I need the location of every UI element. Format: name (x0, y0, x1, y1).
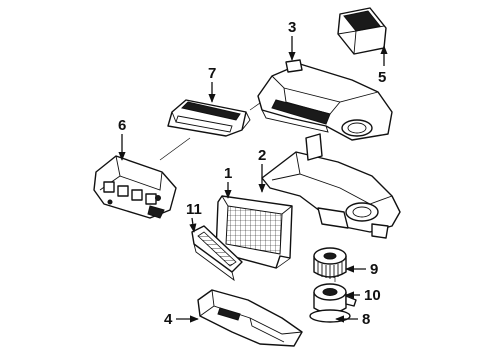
callout-2: 2 (258, 147, 266, 164)
part-11-filter (191, 225, 243, 282)
part-7-vent-door (167, 99, 251, 137)
leader-11 (189, 217, 197, 233)
callout-7: 7 (208, 65, 216, 82)
callout-10: 10 (364, 287, 381, 304)
callout-8: 8 (362, 311, 370, 328)
callout-6: 6 (118, 117, 126, 134)
callout-5: 5 (378, 69, 386, 86)
callout-11: 11 (186, 201, 202, 218)
callout-labels: 1 2 3 4 5 6 7 8 9 10 11 (118, 19, 386, 328)
part-3-upper-housing (257, 59, 393, 141)
part-1-heater-core (215, 195, 293, 269)
part-8-mount-plate (309, 309, 351, 323)
part-9-blower-wheel (313, 247, 347, 279)
callout-3: 3 (288, 19, 296, 36)
part-2-blower-housing (261, 133, 401, 239)
callout-4: 4 (164, 311, 173, 328)
part-10-blower-motor (313, 283, 357, 314)
part-5-outlet-duct (337, 7, 387, 55)
leader-arrows (118, 36, 388, 323)
part-4-lower-duct (197, 289, 303, 347)
callout-9: 9 (370, 261, 378, 278)
callout-1: 1 (224, 165, 232, 182)
part-6-case-section (93, 155, 177, 219)
